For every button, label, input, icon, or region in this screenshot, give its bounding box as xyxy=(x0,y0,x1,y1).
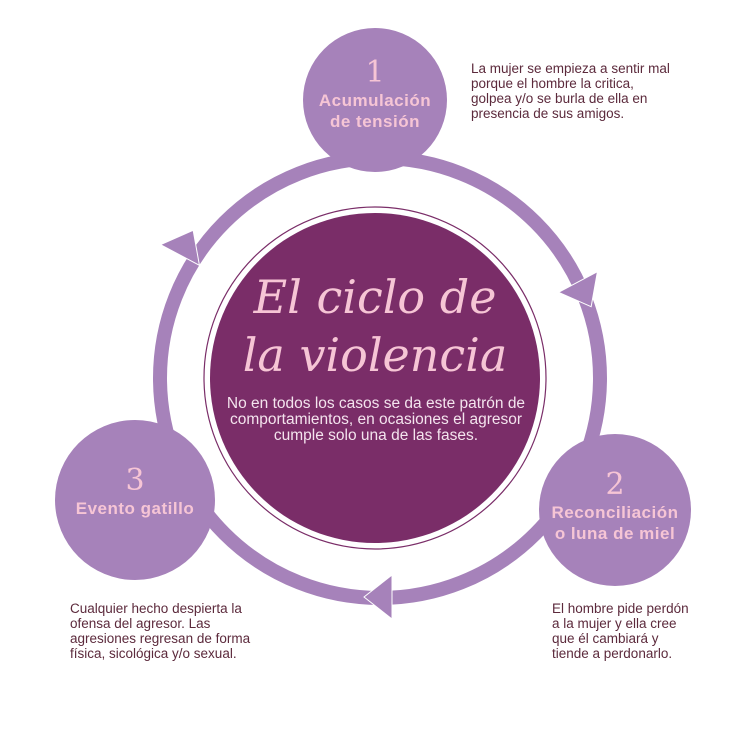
phase-2-number: 2 xyxy=(605,467,625,502)
phase-2-circle xyxy=(539,434,691,586)
phase-1: 1 Acumulación de tensión xyxy=(303,55,447,132)
phase-1-label-line-1: Acumulación xyxy=(318,91,432,110)
phase-3-label-line-1: Evento gatillo xyxy=(75,499,195,518)
phase-3-number: 3 xyxy=(125,463,145,498)
phase-2-label-line-2: o luna de miel xyxy=(554,524,676,543)
arrow-right-icon xyxy=(557,270,599,308)
title-line-2: la violencia xyxy=(242,328,508,382)
phase-1-circle xyxy=(303,28,447,172)
arrow-bottom-icon xyxy=(363,573,393,621)
center-subtitle: No en todos los casos se da este patrón … xyxy=(226,395,526,444)
phase-2-label-line-1: Reconciliación xyxy=(551,503,679,522)
center-circle xyxy=(210,213,540,543)
title-line-1: El ciclo de xyxy=(253,270,497,324)
phase-1-description: La mujer se empieza a sentir mal porque … xyxy=(471,61,670,121)
phase-3: 3 Evento gatillo xyxy=(60,463,210,519)
phase-3-circle xyxy=(55,420,215,580)
phase-1-number: 1 xyxy=(365,55,385,90)
phase-2-description: El hombre pide perdón a la mujer y ella … xyxy=(552,601,689,661)
phase-2: 2 Reconciliación o luna de miel xyxy=(540,467,690,544)
arrow-left-icon xyxy=(159,229,201,267)
phase-3-description: Cualquier hecho despierta la ofensa del … xyxy=(70,601,251,661)
page-title: El ciclo de la violencia xyxy=(210,268,540,384)
phase-1-label-line-2: de tensión xyxy=(329,112,420,131)
